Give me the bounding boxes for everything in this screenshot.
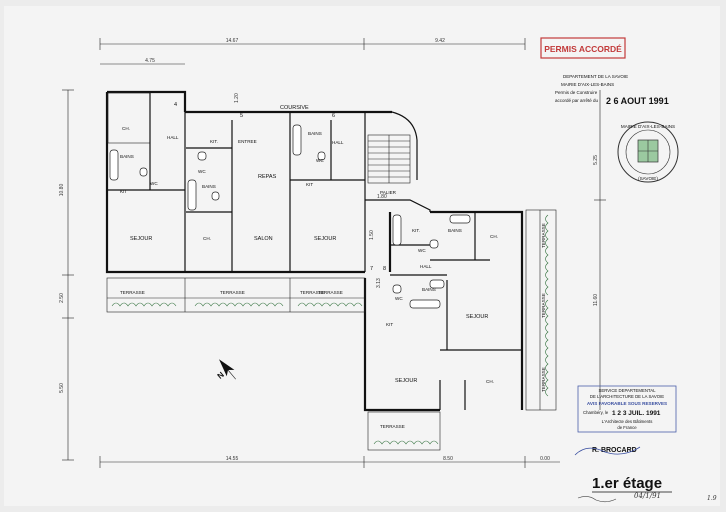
- dim-left-mid: 2.50: [59, 293, 65, 303]
- room-label: TERRASSE: [220, 290, 245, 295]
- room-label: SEJOUR: [395, 378, 417, 384]
- mairie-stamp: DEPARTEMENT DE LA SAVOIE MAIRIE D'AIX-LE…: [555, 74, 669, 106]
- dim-inner-d: 3.13: [376, 278, 382, 288]
- room-label: WC: [395, 296, 403, 301]
- permis-accorde-text: PERMIS ACCORDÉ: [544, 44, 622, 54]
- seal-text-top: MAIRIE D'AIX-LES-BAINS: [621, 124, 675, 129]
- room-label: HALL: [420, 264, 432, 269]
- room-label: KIT: [306, 182, 313, 187]
- room-label: BAINS: [448, 228, 462, 233]
- room-label: TERRASSE: [120, 290, 145, 295]
- room-label: TERRASSE: [300, 290, 325, 295]
- level-title: 1.er étage: [592, 475, 662, 492]
- room-label: KIT: [386, 322, 393, 327]
- room-label: REPAS: [258, 174, 277, 180]
- room-label: KIT: [120, 189, 127, 194]
- room-label: TERRASSE: [541, 367, 546, 392]
- unit-number-4: 4: [174, 102, 177, 108]
- sanitary-fixtures: [109, 124, 471, 309]
- dim-inner-b: 1.50: [369, 230, 375, 240]
- unit-number-5: 5: [240, 113, 243, 119]
- dimension-lines: 14.67 9.42 4.75 10.80 2.50 5.50 5.25 11.…: [59, 38, 606, 468]
- room-label: TERRASSE: [541, 223, 546, 248]
- dim-bottom-small: 0.00: [540, 456, 550, 462]
- svc-line: SERVICE DEPARTEMENTAL: [599, 388, 657, 393]
- svc-line: de France: [617, 425, 637, 430]
- unit-number-6: 6: [332, 113, 335, 119]
- unit-number-7: 7: [370, 266, 373, 272]
- svc-date: 1 2 3 JUIL. 1991: [612, 410, 661, 417]
- svc-line: L'Architecte des Bâtiments: [602, 419, 653, 424]
- room-label: BAINS: [308, 131, 322, 136]
- dim-top-left: 14.67: [226, 38, 239, 44]
- dim-right-lower: 11.60: [593, 294, 599, 306]
- room-label: BAINS: [202, 184, 216, 189]
- room-label: KIT.: [210, 139, 218, 144]
- terraces: [106, 209, 557, 451]
- permis-stamp: PERMIS ACCORDÉ: [540, 37, 626, 59]
- north-arrow-icon: N: [216, 359, 236, 381]
- room-label: BAINS: [120, 154, 134, 159]
- room-label: ENTREE: [238, 139, 257, 144]
- room-label: TERRASSE: [380, 424, 405, 429]
- dim-bottom-left: 14.55: [226, 456, 239, 462]
- room-label: CH.: [122, 126, 130, 131]
- unit-numbers: 4 5 6 7 8: [174, 102, 386, 272]
- walls: [105, 90, 524, 412]
- room-label: CH.: [490, 234, 498, 239]
- room-label: COURSIVE: [280, 105, 309, 111]
- corner-note: 1.9: [707, 495, 717, 502]
- room-label: WC: [316, 158, 324, 163]
- room-label: HALL: [332, 140, 344, 145]
- title-block: 1.er étage 04/1/91 1.9: [577, 475, 717, 503]
- svc-line: DE L'ARCHITECTURE DE LA SAVOIE: [590, 394, 664, 399]
- dept-line: MAIRIE D'AIX-LES-BAINS: [561, 82, 614, 87]
- room-label: SEJOUR: [130, 236, 152, 242]
- room-label: SEJOUR: [314, 236, 336, 242]
- dim-right-upper: 5.25: [593, 155, 599, 165]
- room-label: CH.: [486, 379, 494, 384]
- room-label: BAINS: [422, 287, 436, 292]
- permis-date: 2 6 AOUT 1991: [606, 96, 669, 106]
- staircase: [367, 134, 411, 184]
- dept-line: DEPARTEMENT DE LA SAVOIE: [563, 74, 628, 79]
- room-label: CH.: [203, 236, 211, 241]
- room-label: SALON: [254, 236, 273, 242]
- handwritten-note: 04/1/91: [634, 492, 661, 500]
- room-label: TERRASSE: [318, 290, 343, 295]
- north-label: N: [216, 370, 226, 381]
- dim-bottom-right: 8.50: [443, 456, 453, 462]
- room-label: HALL: [167, 135, 179, 140]
- svc-signer: R. BROCARD: [592, 447, 637, 454]
- dim-inner-a: 1.80: [377, 194, 387, 200]
- room-label: TERRASSE: [541, 293, 546, 318]
- dim-inner-c: 1.20: [234, 93, 240, 103]
- svc-line: AVIS FAVORABLE SOUS RESERVES: [587, 401, 667, 406]
- unit-number-8: 8: [383, 266, 386, 272]
- architecture-service-stamp: SERVICE DEPARTEMENTAL DE L'ARCHITECTURE …: [574, 385, 677, 456]
- dim-left-top: 10.80: [59, 184, 65, 197]
- room-label: WC: [418, 248, 426, 253]
- dim-top-right: 9.42: [435, 38, 445, 44]
- mairie-seal: MAIRIE D'AIX-LES-BAINS (SAVOIE): [617, 121, 679, 183]
- seal-text-bottom: (SAVOIE): [638, 176, 658, 181]
- dept-line: accordé par arrêté du: [555, 98, 599, 103]
- room-label: WC: [150, 181, 158, 186]
- dept-line: Permis de Construire: [555, 90, 598, 95]
- room-labels: CH. HALL BAINS WC KIT SEJOUR TERRASSE CO…: [120, 105, 546, 429]
- room-label: SEJOUR: [466, 314, 488, 320]
- svc-line: Chambéry, le: [583, 410, 609, 415]
- dim-left-bottom: 5.50: [59, 383, 65, 393]
- dim-top-small: 4.75: [145, 58, 155, 64]
- room-label: KIT.: [412, 228, 420, 233]
- room-label: WC: [198, 169, 206, 174]
- room-label: PALIER: [380, 190, 397, 195]
